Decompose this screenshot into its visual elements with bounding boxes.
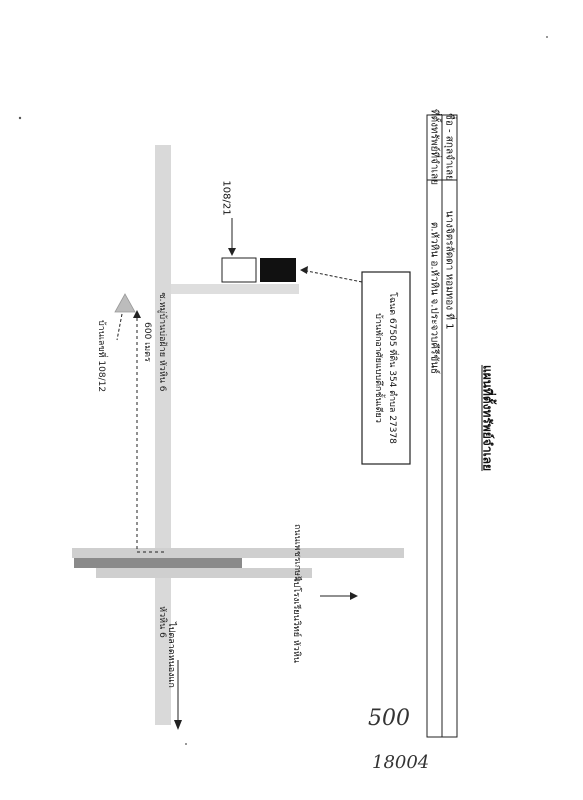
deed-box-line2: บ้านพักอาศัยแบบตึกชั้นเดียว: [373, 313, 383, 423]
house-number-label: 108/21: [220, 180, 232, 216]
deed-box-line1: โฉนด 67505 ที่ดิน 354 ตำบล 27378: [387, 292, 397, 444]
scan-speck: [185, 743, 187, 745]
handwritten-number-1: 500: [368, 706, 410, 731]
cross-road-dark: [74, 558, 242, 568]
cross-road-bottom: [96, 568, 312, 578]
left-direction-arrowhead: [174, 720, 182, 730]
scan-speck: [18, 116, 22, 120]
house-outline: [221, 257, 257, 283]
main-road-label: ซ.หมู่บ้านบ่อฝ้าย หัวหิน 6: [157, 292, 167, 392]
side-lane: [171, 284, 299, 294]
house-number-arrowhead: [228, 248, 236, 256]
village-label: บ้านเลขที่ 108/12: [96, 319, 106, 393]
scan-speck: [546, 36, 548, 38]
cross-road-label: ถนนเพชรเกษม: [292, 523, 302, 583]
table-defendant-label: ชื่อ - สกุลจำเลย: [443, 113, 455, 181]
direction-right-label: ไปโรงเรียนวิทย์ หัวหิน: [291, 577, 301, 663]
house-target: [260, 258, 296, 282]
cross-road-top: [72, 548, 404, 558]
page-title: แผนที่ตั้งทรัพย์จำเลย: [480, 364, 495, 472]
table-defendant-value: นางจิตรลัดดา หอมทอง ที่ 1: [443, 210, 455, 330]
deed-box: [361, 271, 411, 465]
direction-left-label: ไปตลาดหนองแก: [166, 622, 176, 688]
handwritten-number-2: 18004: [372, 752, 430, 773]
landmark-triangle-icon: [114, 293, 136, 313]
deed-pointer-arrowhead: [300, 266, 308, 274]
deed-pointer-line: [301, 269, 363, 283]
right-direction-arrowhead: [350, 592, 358, 600]
distance-arrowhead: [133, 310, 141, 318]
main-road: [155, 145, 171, 725]
distance-label: 600 เมตร: [142, 322, 152, 362]
table-location-label: ที่ตั้งทรัพย์ที่จำเลย: [428, 109, 440, 185]
landmark-pointer: [116, 313, 123, 341]
table-location-value: ต.หัวหิน อ.หัวหิน จ.ประจวบคีรีขันธ์: [428, 221, 440, 375]
